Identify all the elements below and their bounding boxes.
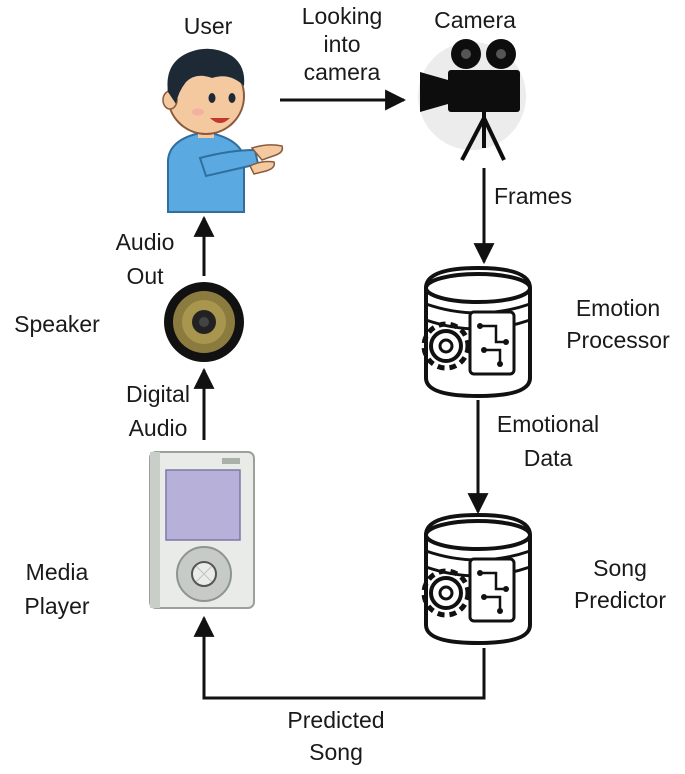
arrows: [193, 89, 495, 700]
speaker-label: Speaker: [14, 311, 100, 337]
emotion-processor-label-line2: Processor: [566, 327, 670, 353]
edge-frames-label: Frames: [494, 183, 572, 209]
song-predictor-icon: [421, 512, 532, 646]
edge-audio-out-line1: Audio: [115, 229, 175, 255]
camera-label: Camera: [434, 7, 516, 33]
media-player-label-line1: Media: [25, 559, 89, 585]
edge-predicted-song-line2: Song: [309, 739, 363, 765]
arrow-song-to-player: [193, 615, 486, 700]
speaker-icon: [164, 282, 244, 362]
edge-digital-audio-line2: Audio: [128, 415, 188, 441]
edge-digital-audio-line1: Digital: [126, 381, 190, 407]
emotion-processor-label-line1: Emotion: [575, 295, 661, 321]
movie-camera-icon: [418, 39, 526, 161]
media-player-icon: [149, 451, 255, 609]
edge-user-camera-line1: Looking: [301, 3, 383, 29]
edge-user-camera-line3: camera: [303, 59, 381, 85]
song-predictor-label-line2: Predictor: [573, 587, 667, 613]
user-label: User: [183, 13, 233, 39]
emotion-processor-icon: [421, 265, 532, 399]
edge-audio-out-line2: Out: [126, 263, 164, 289]
user-icon: [162, 48, 284, 213]
media-player-label-line2: Player: [24, 593, 90, 619]
song-predictor-label-line1: Song: [593, 555, 647, 581]
edge-emotional-data-line2: Data: [523, 445, 573, 471]
edge-emotional-data-line1: Emotional: [496, 411, 600, 437]
edge-user-camera-line2: into: [323, 31, 361, 57]
edge-predicted-song-line1: Predicted: [287, 707, 385, 733]
